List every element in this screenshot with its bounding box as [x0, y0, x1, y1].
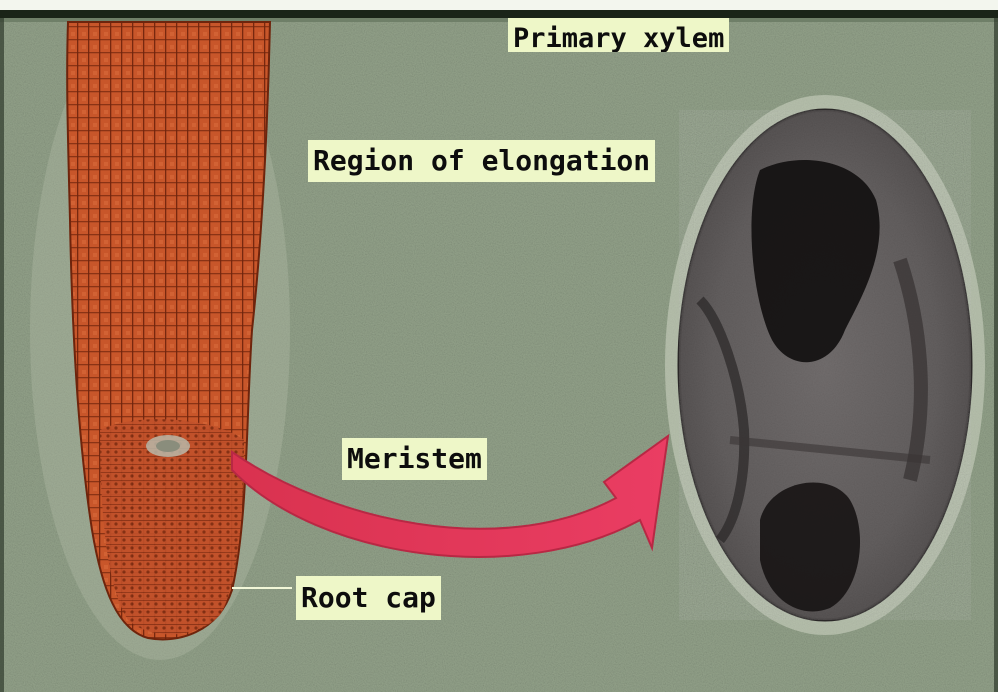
label-region-of-elongation: Region of elongation	[308, 140, 655, 182]
label-meristem: Meristem	[342, 438, 487, 480]
label-primary-xylem: Primary xylem	[508, 18, 729, 52]
frame-bar	[0, 10, 998, 18]
magnified-cell	[679, 110, 971, 620]
nucleus-lower	[760, 483, 860, 612]
label-root-cap: Root cap	[296, 576, 441, 620]
